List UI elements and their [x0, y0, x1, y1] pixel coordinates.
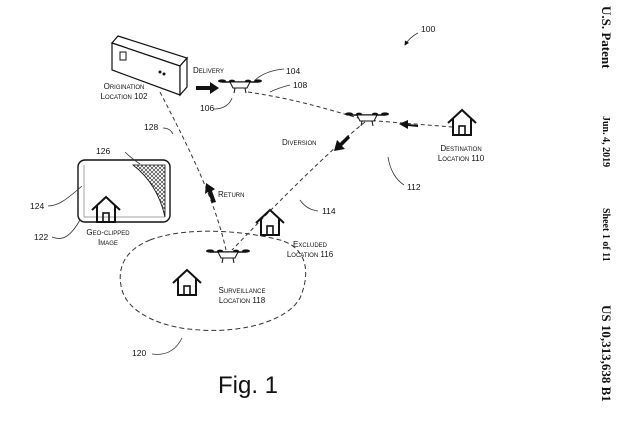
ref-112: 112	[407, 182, 421, 192]
delivery-arrow	[196, 82, 219, 94]
origination-label: Origination Location 102	[82, 82, 166, 102]
delivery-label: Delivery	[193, 66, 225, 75]
delivery-drone	[217, 78, 263, 94]
excluded-label: Excluded Location 116	[272, 240, 348, 260]
delivery-path	[247, 91, 366, 121]
patent-label: U.S. Patent	[599, 6, 614, 69]
surveillance-drone	[205, 248, 251, 264]
destination-house	[447, 109, 477, 136]
excluded-line-2: Location 116	[286, 250, 334, 259]
return-arrow	[205, 183, 216, 203]
destination-arrow	[399, 120, 418, 129]
sheet-number: Sheet 1 of 11	[600, 208, 611, 262]
excluded-house	[255, 209, 285, 236]
surveillance-line-2: Location 118	[218, 296, 266, 305]
diversion-path	[231, 121, 366, 251]
excluded-line-1: Excluded	[292, 240, 327, 249]
ref-114: 114	[322, 206, 336, 216]
ref-108: 108	[293, 80, 308, 90]
flight-paths	[159, 91, 453, 251]
ref-122: 122	[34, 232, 49, 242]
ref-106: 106	[200, 103, 215, 113]
diversion-arrow	[334, 135, 350, 151]
surveillance-house	[172, 269, 202, 296]
ref-124: 124	[30, 201, 45, 211]
ref-100: 100	[421, 24, 436, 34]
return-label: Return	[218, 190, 245, 199]
geo-clipped-label: Geo-clipped Image	[76, 228, 140, 248]
destination-label: Destination Location 110	[424, 144, 498, 164]
return-path	[159, 91, 227, 251]
ref-126: 126	[96, 146, 111, 156]
geo-clipped-image	[77, 159, 171, 223]
figure-caption: Fig. 1	[218, 372, 279, 399]
patent-number: US 10,313,638 B1	[599, 305, 614, 402]
ref-104: 104	[286, 66, 301, 76]
patent-date: Jun. 4, 2019	[600, 116, 611, 168]
destination-path	[364, 119, 453, 128]
origination-line-2: Location 102	[100, 92, 148, 101]
destination-line-2: Location 110	[437, 154, 485, 163]
ref-128: 128	[144, 122, 159, 132]
origination-line-1: Origination	[103, 82, 145, 91]
diversion-label: Diversion	[282, 138, 317, 147]
surveillance-label: Surveillance Location 118	[202, 286, 282, 306]
destination-drone	[344, 111, 390, 127]
ref-120: 120	[132, 348, 147, 358]
surveillance-line-1: Surveillance	[218, 286, 266, 295]
surveillance-region	[119, 230, 307, 331]
geo-clipped-line-1: Geo-clipped	[86, 228, 130, 237]
geo-clipped-line-2: Image	[98, 238, 118, 247]
destination-line-1: Destination	[440, 144, 482, 153]
bold-arrows	[196, 82, 418, 203]
origination-building	[110, 35, 189, 97]
